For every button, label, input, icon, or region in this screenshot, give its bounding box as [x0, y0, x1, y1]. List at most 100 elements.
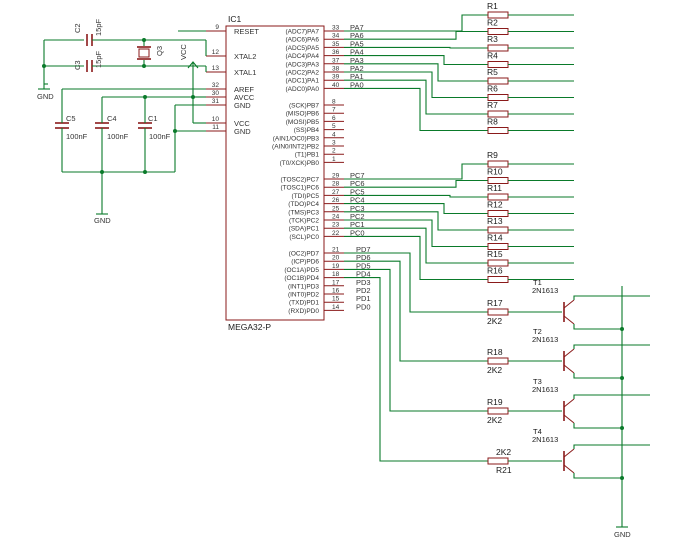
- cap-c5-value: 100nF: [66, 132, 88, 141]
- net-label: PA5: [350, 39, 364, 48]
- net-label: PC0: [350, 228, 365, 237]
- pin-function: (AIN0/INT2)PB2: [272, 144, 319, 151]
- transistor-part: 2N1613: [532, 435, 558, 444]
- net-label: PD1: [356, 294, 371, 303]
- base-resistor: [487, 407, 509, 415]
- pin-name: RESET: [234, 27, 259, 36]
- transistor-emitter: [563, 464, 575, 474]
- net-label: PA3: [350, 56, 364, 65]
- resistor-value: 2K2: [487, 415, 502, 425]
- pin-num: 8: [332, 99, 336, 106]
- net-label: PA4: [350, 48, 364, 57]
- pin-function: (RXD)PD0: [288, 308, 319, 315]
- pin-num: 4: [332, 131, 336, 138]
- driver-ground: GND: [614, 286, 631, 539]
- pin-num: 14: [332, 304, 340, 311]
- transistor-part: 2N1613: [532, 385, 558, 394]
- net-wire: [344, 30, 488, 40]
- pin-num: 7: [332, 107, 336, 114]
- resistor-ref: R19: [487, 397, 503, 407]
- gnd-label-left: GND: [37, 92, 54, 101]
- pin-function: (ADC7)PA7: [286, 29, 320, 36]
- net-wire: [344, 71, 488, 99]
- cap-c2-value: 15pF: [94, 18, 103, 36]
- emitter-wire: [573, 324, 622, 330]
- drive-wire: [344, 268, 488, 412]
- pin-function: (ADC2)PA2: [286, 70, 320, 77]
- transistor-collector: [563, 299, 575, 309]
- resistor-ref: R7: [487, 100, 498, 110]
- pin-num: 40: [332, 82, 340, 89]
- net-wire: [344, 194, 488, 198]
- cap-c4-value: 100nF: [107, 132, 129, 141]
- transistor-ref: T2: [533, 327, 542, 336]
- pin-num: 39: [332, 74, 340, 81]
- pin-function: (OC1A)PD5: [284, 267, 319, 274]
- pin-function: (OC2)PD7: [289, 251, 320, 258]
- resistor-ref: R13: [487, 216, 503, 226]
- pin-num: 27: [332, 189, 340, 196]
- pin-function: (TXD)PD1: [289, 300, 319, 307]
- drive-wire: [344, 260, 488, 362]
- pin-num: 12: [212, 49, 220, 56]
- net-label: PA0: [350, 80, 364, 89]
- net-label: PD7: [356, 245, 371, 254]
- pin-num: 22: [332, 230, 340, 237]
- drive-wire: [344, 277, 488, 462]
- pin-num: 20: [332, 255, 340, 262]
- collector-wire: [573, 394, 650, 399]
- pin-name: XTAL2: [234, 52, 256, 61]
- pin-num: 21: [332, 247, 340, 254]
- net-label: PC7: [350, 171, 365, 180]
- net-label: PD6: [356, 253, 371, 262]
- pin-function: (ADC3)PA3: [286, 61, 320, 68]
- resistor-ref: R6: [487, 84, 498, 94]
- resistor-ref: R2: [487, 18, 498, 28]
- transistor-collector: [563, 448, 575, 458]
- cap-c5-ref: C5: [66, 114, 76, 123]
- pin-function: (INT0)PD2: [288, 292, 319, 299]
- resistor-ref: R4: [487, 51, 498, 61]
- pin-function: (ADC4)PA4: [286, 53, 320, 60]
- pin-name: GND: [234, 101, 251, 110]
- net-wire: [344, 79, 488, 115]
- resistor-ref: R5: [487, 67, 498, 77]
- pin-function: (ADC0)PA0: [286, 86, 320, 93]
- ic1-body: [225, 25, 325, 321]
- pin-num: 24: [332, 214, 340, 221]
- resistor-ref: R9: [487, 150, 498, 160]
- pin-num: 3: [332, 140, 336, 147]
- pin-num: 15: [332, 296, 340, 303]
- cap-c3-value: 15pF: [94, 50, 103, 68]
- pin-num: 2: [332, 148, 336, 155]
- pin-function: (T0/XCK)PB0: [280, 160, 320, 167]
- ic1-right-pins: 33(ADC7)PA734(ADC6)PA635(ADC5)PA536(ADC4…: [272, 25, 344, 315]
- vcc-label: VCC: [179, 44, 188, 60]
- resistor-ref: R14: [487, 233, 503, 243]
- transistor-ref: T4: [533, 427, 542, 436]
- transistor-part: 2N1613: [532, 286, 558, 295]
- pin-num: 13: [212, 65, 220, 72]
- pin-function: (ADC1)PA1: [286, 78, 320, 85]
- pin-function: (SS)PB4: [294, 127, 320, 134]
- transistor-drivers: PD7PD6PD5PD4PD3PD2PD1PD0T12N1613R172K2T2…: [344, 245, 650, 480]
- net-label: PC3: [350, 204, 365, 213]
- ic1-left-pins: 9 12 13 32 30 31 10 11 RESET XTAL2 XTAL1…: [206, 24, 259, 136]
- net-wire: [344, 46, 488, 49]
- pin-function: (TDI)PC5: [292, 193, 320, 200]
- collector-wire: [573, 344, 650, 349]
- pin-function: (TOSC1)PC6: [280, 185, 319, 192]
- pin-num: 23: [332, 222, 340, 229]
- pin-function: (MOSI)PB5: [286, 119, 320, 126]
- transistor-ref: T3: [533, 377, 542, 386]
- net-wire: [344, 219, 488, 248]
- pin-function: (AIN1/OC0)PB3: [273, 135, 320, 142]
- net-label: PD4: [356, 270, 371, 279]
- cap-c1-value: 100nF: [149, 132, 171, 141]
- cap-c2-ref: C2: [73, 23, 82, 33]
- pin-num: 33: [332, 25, 340, 32]
- pin-num: 38: [332, 66, 340, 73]
- pin-num: 10: [212, 116, 220, 123]
- pin-num: 32: [212, 82, 220, 89]
- cap-c1-ref: C1: [148, 114, 158, 123]
